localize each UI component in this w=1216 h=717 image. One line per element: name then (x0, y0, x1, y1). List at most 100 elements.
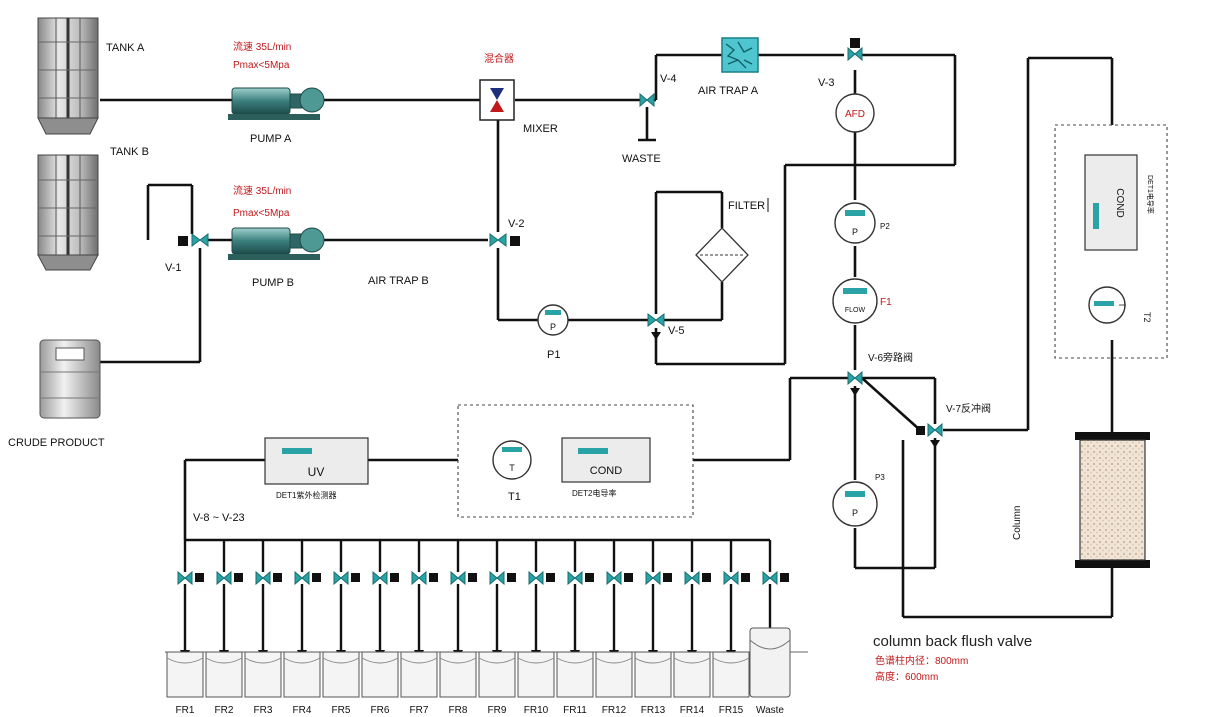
fraction-valve[interactable] (450, 570, 466, 586)
valve-actuator (507, 573, 516, 582)
fraction-valve[interactable] (684, 570, 700, 586)
pressure-gauge-p1: P P1 (537, 304, 569, 361)
valve-v5[interactable]: V-5 (647, 313, 685, 340)
valve-v1[interactable]: V-1 (165, 233, 209, 274)
fraction-2: FR2 (205, 540, 243, 716)
v8-v23-label: V-8 ~ V-23 (193, 512, 245, 524)
temperature-sensor-t1: T T1 (492, 440, 532, 503)
tank-a-label: TANK A (106, 42, 145, 54)
v1-label: V-1 (165, 262, 182, 274)
v3-label: V-3 (818, 77, 835, 89)
column-diameter: 色谱柱内径：800mm (875, 654, 968, 667)
fraction-valve[interactable] (489, 570, 505, 586)
valve-v3[interactable]: V-3 (818, 38, 863, 89)
valve-v4[interactable]: V-4 WASTE (622, 73, 677, 165)
temperature-sensor-t2: T T2 (1088, 286, 1152, 324)
pump-b-flow: 流速 35L/min (233, 184, 291, 197)
fraction-label: FR14 (680, 705, 705, 716)
fraction-4: FR4 (283, 540, 321, 716)
pressure-gauge-p3: P P3 (832, 473, 885, 527)
t1-label: T1 (508, 491, 521, 503)
fraction-10: FR10 (517, 540, 555, 716)
fraction-label: FR1 (176, 705, 195, 716)
afd-detector: AFD (835, 93, 875, 133)
valve-v6[interactable]: V-6旁路阀 (847, 351, 913, 396)
valve-actuator (390, 573, 399, 582)
p2-label: P2 (880, 222, 890, 231)
fraction-label: FR4 (293, 705, 312, 716)
valve-actuator (273, 573, 282, 582)
mixer: MIXER 混合器 (479, 52, 558, 135)
valve-v7[interactable]: V-7反冲阀 (916, 402, 991, 448)
fraction-label: FR9 (488, 705, 507, 716)
valve-actuator (741, 573, 750, 582)
collection-vessel (595, 651, 633, 698)
fraction-valve[interactable] (567, 570, 583, 586)
valve-actuator (585, 573, 594, 582)
collection-vessel (205, 651, 243, 698)
cond-label: COND (590, 465, 622, 477)
fraction-13: FR13 (634, 540, 672, 716)
mixer-cn-label: 混合器 (484, 52, 514, 65)
valve-actuator (780, 573, 789, 582)
pump-b-label: PUMP B (252, 277, 294, 289)
detector-box (457, 404, 694, 518)
cond-detector: COND DET2电导率 (561, 437, 651, 498)
collection-vessel (400, 651, 438, 698)
fraction-valve[interactable] (177, 570, 193, 586)
fraction-label: FR11 (563, 705, 587, 716)
waste-top-label: WASTE (622, 153, 661, 165)
tank-b: TANK B (37, 146, 149, 271)
column-height: 高度：600mm (875, 670, 938, 683)
collection-vessel (439, 651, 477, 698)
valve-actuator (234, 573, 243, 582)
fraction-label: FR5 (332, 705, 351, 716)
fraction-label: FR8 (449, 705, 468, 716)
mixer-label: MIXER (523, 123, 558, 135)
valve-actuator (624, 573, 633, 582)
valve-actuator (351, 573, 360, 582)
svg-text:P: P (852, 508, 858, 518)
fraction-valve[interactable] (762, 570, 778, 586)
air-trap-a-label: AIR TRAP A (698, 85, 759, 97)
crude-product-drum: CRUDE PRODUCT (8, 339, 105, 449)
fraction-15: FR15 (712, 540, 750, 716)
pump-a: PUMP A 流速 35L/min Pmax<5Mpa (228, 40, 325, 145)
fraction-valve[interactable] (255, 570, 271, 586)
uv-tag: DET1紫外检测器 (276, 490, 336, 500)
fraction-valve[interactable] (723, 570, 739, 586)
fraction-7: FR7 (400, 540, 438, 716)
fraction-valve[interactable] (372, 570, 388, 586)
fraction-3: FR3 (244, 540, 282, 716)
crude-product-label: CRUDE PRODUCT (8, 437, 105, 449)
svg-text:P: P (550, 322, 556, 332)
fraction-valve[interactable] (333, 570, 349, 586)
p1-label: P1 (547, 349, 560, 361)
valve-v2[interactable]: V-2 (489, 218, 525, 247)
fraction-valve[interactable] (645, 570, 661, 586)
column-label: Column (1012, 506, 1023, 540)
v2-label: V-2 (508, 218, 525, 230)
uv-detector: UV DET1紫外检测器 (264, 437, 369, 500)
uv-label: UV (308, 465, 325, 479)
valve-actuator (429, 573, 438, 582)
valve-actuator (468, 573, 477, 582)
v7-label: V-7反冲阀 (946, 402, 991, 415)
collection-vessel (283, 651, 321, 698)
fraction-label: FR12 (602, 705, 627, 716)
fraction-valve[interactable] (294, 570, 310, 586)
v6-label: V-6旁路阀 (868, 351, 913, 364)
fraction-6: FR6 (361, 540, 399, 716)
fraction-waste: Waste (749, 540, 791, 716)
collection-vessel (517, 651, 555, 698)
collection-vessel (322, 651, 360, 698)
fraction-valve[interactable] (606, 570, 622, 586)
fraction-valve[interactable] (216, 570, 232, 586)
fraction-valve[interactable] (411, 570, 427, 586)
fraction-valve[interactable] (528, 570, 544, 586)
pressure-gauge-p2: P P2 (834, 202, 890, 244)
svg-text:T: T (1117, 302, 1127, 308)
fraction-label: FR7 (410, 705, 429, 716)
chromatography-column: Column (1012, 432, 1150, 568)
collection-vessel (712, 651, 750, 698)
